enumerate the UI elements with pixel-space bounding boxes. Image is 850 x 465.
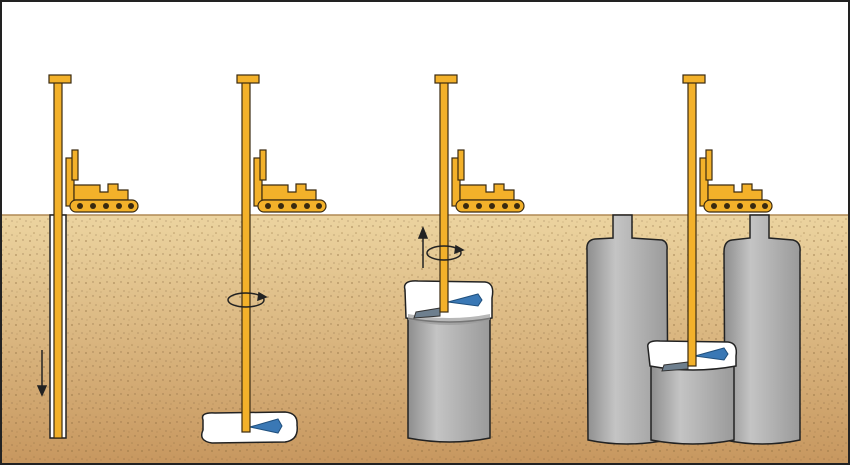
stage-2	[200, 74, 327, 444]
sky	[1, 1, 849, 215]
stage-3	[403, 74, 525, 443]
grout-column	[407, 309, 491, 443]
rotation-arrow-icon	[227, 291, 268, 308]
jet-nozzle-back	[661, 361, 689, 372]
rotation-arrow-icon	[426, 244, 465, 261]
stage-1	[36, 74, 139, 439]
drill-rig	[699, 149, 773, 213]
mast-head	[236, 74, 260, 84]
drill-rod	[53, 79, 63, 439]
jet-nozzle	[447, 293, 483, 307]
column-top-shade	[408, 314, 490, 325]
drill-rod	[439, 79, 449, 313]
drill-rod	[241, 79, 251, 433]
grout-column-right	[723, 214, 801, 445]
mast-head	[682, 74, 706, 84]
jet-nozzle-back	[413, 307, 441, 319]
grout-column-middle	[650, 359, 735, 445]
jet-nozzle	[694, 347, 729, 361]
drill-rig	[65, 149, 139, 213]
drill-rig	[253, 149, 327, 213]
stage-4	[586, 74, 801, 445]
drill-rod	[687, 79, 697, 367]
grout-column-left	[586, 214, 669, 445]
down-arrow-icon	[36, 350, 48, 397]
drill-rig	[451, 149, 525, 213]
mast-head	[48, 74, 72, 84]
up-arrow-icon	[417, 225, 429, 268]
jet-nozzle	[249, 418, 283, 434]
mast-head	[434, 74, 458, 84]
